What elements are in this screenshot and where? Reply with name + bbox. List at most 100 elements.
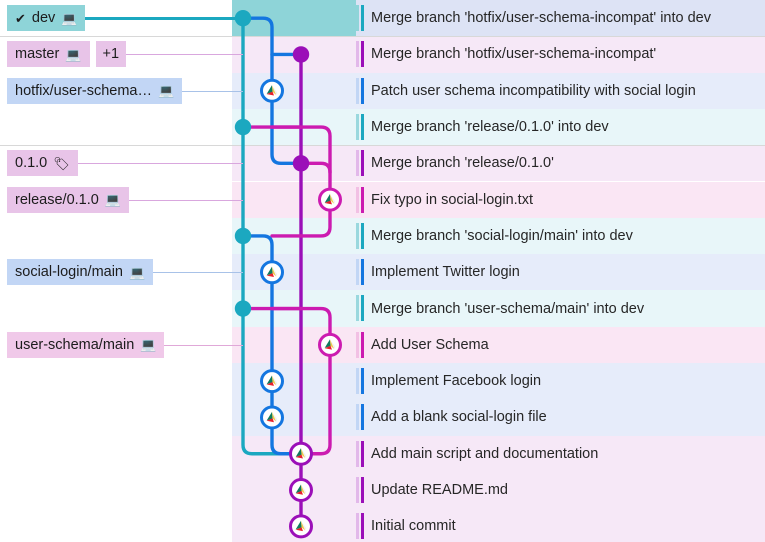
- commit-message: Add User Schema: [371, 336, 489, 353]
- branch-chip[interactable]: release/0.1.0💻: [7, 186, 130, 213]
- row-separator: [0, 144, 765, 146]
- commit-row-secondary-color-bar: [356, 404, 359, 431]
- commit-message: Initial commit: [371, 518, 456, 535]
- commit-row[interactable]: Fix typo in social-login.txt: [0, 181, 765, 218]
- ref-label-release[interactable]: release/0.1.0💻: [7, 186, 130, 213]
- ref-label-text: release/0.1.0: [15, 191, 99, 208]
- commit-row-message-background: [356, 471, 765, 509]
- commit-author-avatar-icon[interactable]: [260, 260, 284, 285]
- branch-chip[interactable]: master 💻: [7, 41, 90, 68]
- merge-commit-node[interactable]: [292, 155, 310, 172]
- commit-row-secondary-color-bar: [356, 331, 359, 358]
- commit-row-secondary-color-bar: [356, 222, 359, 249]
- branch-chip[interactable]: hotfix/user-schema… 💻: [7, 77, 183, 104]
- merge-commit-dot: [234, 227, 252, 245]
- commit-row-message-background: [356, 72, 765, 109]
- commit-author-avatar-icon[interactable]: [289, 441, 313, 466]
- commit-row-secondary-color-bar: [356, 41, 359, 68]
- commit-row[interactable]: Merge branch 'release/0.1.0' into dev: [0, 108, 765, 146]
- commit-row-message-background: [356, 290, 765, 327]
- commit-row[interactable]: Implement Twitter login: [0, 254, 765, 291]
- ref-label-user-schema-main[interactable]: user-schema/main💻: [7, 331, 165, 358]
- commit-row[interactable]: Implement Facebook login: [0, 363, 765, 400]
- commit-row-message-background: [356, 435, 765, 472]
- commit-author-avatar-icon[interactable]: [318, 187, 342, 212]
- ref-label-social-login-main[interactable]: social-login/main💻: [7, 259, 154, 286]
- commit-row[interactable]: Add a blank social-login file: [0, 399, 765, 436]
- merge-commit-node[interactable]: [234, 118, 252, 136]
- ref-label-hotfix[interactable]: hotfix/user-schema… 💻: [7, 77, 183, 104]
- ref-lead-line: [164, 344, 243, 346]
- merge-commit-node[interactable]: [234, 227, 252, 245]
- branch-chip[interactable]: ✔dev💻: [7, 5, 86, 32]
- commit-row[interactable]: Add User Schema: [0, 326, 765, 363]
- commit-row[interactable]: Merge branch 'release/0.1.0': [0, 145, 765, 182]
- commit-row-secondary-color-bar: [356, 295, 359, 322]
- commit-row-graph-background: [232, 363, 356, 400]
- commit-message: Patch user schema incompatibility with s…: [371, 82, 696, 99]
- commit-row-branch-color-bar: [361, 368, 364, 394]
- commit-row-message-background: [356, 181, 765, 218]
- commit-row-branch-color-bar: [361, 404, 364, 431]
- commit-row-branch-color-bar: [361, 41, 364, 68]
- commit-row-secondary-color-bar: [356, 186, 359, 213]
- commit-row-branch-color-bar: [361, 150, 364, 177]
- release-tag-merge-stub: [299, 161, 332, 175]
- local-branch-icon: 💻: [158, 83, 175, 99]
- tag-chip[interactable]: 0.1.0 🏷: [7, 150, 78, 177]
- commit-author-avatar-icon[interactable]: [289, 478, 313, 503]
- commit-row[interactable]: Initial commit: [0, 508, 765, 542]
- ref-lead-line: [85, 16, 243, 20]
- commit-row-branch-color-bar: [361, 476, 364, 503]
- ref-lead-line: [153, 272, 243, 274]
- commit-row[interactable]: Merge branch 'hotfix/user-schema-incompa…: [0, 0, 765, 37]
- commit-row-branch-color-bar: [361, 5, 364, 31]
- social-login-branch-line: [241, 234, 303, 456]
- merge-commit-dot: [234, 118, 252, 136]
- ref-label-column[interactable]: ✔dev💻 master 💻 +1 hotfix/user-schema… 💻 0.1.0 🏷…: [0, 0, 243, 542]
- merge-commit-node[interactable]: [234, 9, 252, 27]
- commit-author-avatar-icon[interactable]: [289, 514, 313, 539]
- merge-commit-dot: [234, 9, 252, 27]
- branch-chip[interactable]: user-schema/main💻: [7, 331, 165, 358]
- commit-row-message-background: [356, 508, 765, 542]
- commit-message: Merge branch 'hotfix/user-schema-incompa…: [371, 46, 657, 63]
- commit-author-avatar-icon[interactable]: [260, 369, 284, 394]
- ref-label-tag-0.1.0[interactable]: 0.1.0 🏷: [7, 150, 78, 177]
- ref-overflow-count[interactable]: +1: [95, 41, 127, 68]
- commit-message: Add a blank social-login file: [371, 409, 547, 426]
- commit-row[interactable]: Patch user schema incompatibility with s…: [0, 72, 765, 109]
- tag-icon: 🏷: [53, 155, 70, 171]
- merge-commit-node[interactable]: [234, 300, 252, 317]
- local-branch-icon: 💻: [65, 46, 82, 62]
- commit-row-branch-color-bar: [361, 259, 364, 286]
- release-branch-line: [241, 125, 332, 238]
- commit-row-branch-color-bar: [361, 295, 364, 322]
- ref-label-text: 0.1.0: [15, 155, 48, 172]
- commit-row-branch-color-bar: [361, 331, 364, 358]
- commit-row-branch-color-bar: [361, 440, 364, 467]
- commit-author-avatar-icon[interactable]: [260, 78, 284, 103]
- ref-label-text: social-login/main: [15, 264, 123, 281]
- merge-commit-node[interactable]: [292, 46, 310, 63]
- commit-row[interactable]: Update README.md: [0, 471, 765, 509]
- commit-message: Add main script and documentation: [371, 445, 599, 462]
- ref-label-text: master: [15, 46, 60, 63]
- commit-message: Fix typo in social-login.txt: [371, 191, 533, 208]
- commit-row[interactable]: Merge branch 'hotfix/user-schema-incompa…: [0, 36, 765, 73]
- user-schema-branch-line: [241, 306, 332, 456]
- commit-author-avatar-icon[interactable]: [260, 405, 284, 430]
- ref-label-text: hotfix/user-schema…: [15, 82, 152, 99]
- commit-message: Merge branch 'release/0.1.0' into dev: [371, 119, 609, 136]
- ref-label-master[interactable]: master 💻 +1: [7, 41, 127, 68]
- merge-commit-dot: [292, 155, 310, 172]
- ref-label-dev[interactable]: ✔dev💻: [7, 5, 86, 32]
- branch-chip[interactable]: social-login/main💻: [7, 259, 154, 286]
- commit-row-message-background: [356, 145, 765, 182]
- commit-row-secondary-color-bar: [356, 113, 359, 140]
- commit-row-message-background: [356, 363, 765, 400]
- commit-author-avatar-icon[interactable]: [318, 332, 342, 357]
